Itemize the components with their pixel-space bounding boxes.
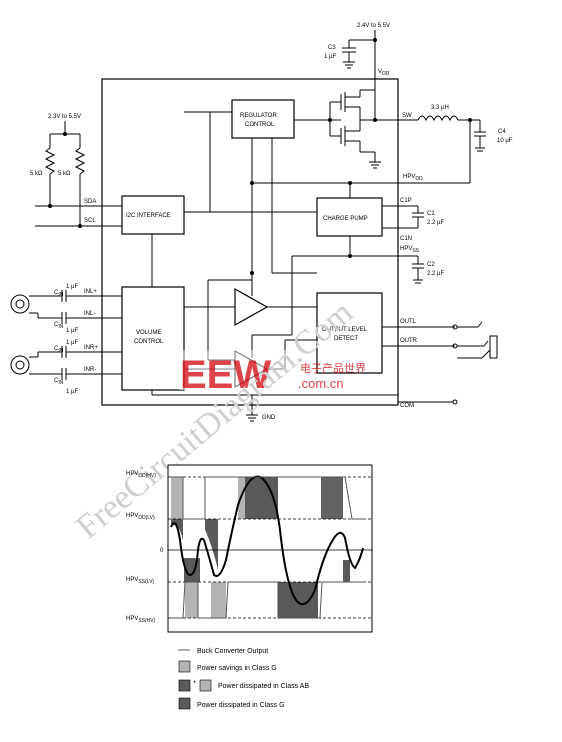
inr-minus-label: INR-: [84, 367, 96, 373]
resistor-2: [74, 147, 86, 175]
c3-name: C3: [328, 45, 336, 51]
regulator-control-block: [231, 99, 295, 139]
regulator-label-2: CONTROL: [245, 122, 275, 128]
legend-savings: Power savings in Class G: [197, 665, 277, 672]
inl-minus-label: INL-: [84, 311, 95, 317]
label-hpvdd-lv: HPVDD(LV): [126, 513, 155, 521]
inl-plus-label: INL+: [84, 289, 97, 295]
old-label-1: OUTPUT LEVEL: [322, 327, 368, 333]
svg-text:电子产品世界: 电子产品世界: [300, 361, 366, 375]
vdd-supply-label: 2.4V to 5.5V: [357, 23, 390, 29]
inductor-value: 3.3 µH: [431, 105, 449, 111]
i2c-supply-label: 2.3V to 5.5V: [48, 114, 81, 120]
gnd-label: GND: [262, 415, 276, 421]
charge-pump-label: CHARGE PUMP: [323, 216, 368, 222]
headphone-jack: [452, 321, 498, 405]
svg-text:EEW: EEW: [180, 353, 271, 397]
legend-class-g: Power dissipated in Class G: [197, 702, 285, 709]
hpvdd-label: HPVDD: [403, 174, 423, 182]
cin-value-2: 1 µF: [66, 328, 78, 334]
svg-text:.com.cn: .com.cn: [298, 376, 344, 391]
i2c-interface-label: I2C INTERFACE: [126, 213, 171, 219]
cin-value-1: 1 µF: [66, 284, 78, 290]
c1-value: 2.2 µF: [427, 220, 444, 226]
c2-name: C2: [427, 262, 435, 268]
scl-label: SCL: [84, 218, 96, 224]
sw-label: SW: [402, 113, 412, 119]
volume-label-2: CONTROL: [134, 339, 164, 345]
eew-logo: EEW 电子产品世界 .com.cn: [179, 350, 366, 397]
volume-label-1: VOLUME: [136, 330, 161, 336]
legend-class-ab: Power dissipated in Class AB: [218, 683, 309, 690]
outr-label: OUTR: [400, 338, 418, 344]
output-level-detect-block: [316, 292, 383, 374]
cin-label-3: CIN: [54, 346, 64, 354]
c4-name: C4: [498, 129, 506, 135]
waveform-shading: [171, 477, 350, 618]
mosfet-switches: [310, 89, 381, 169]
regulator-label-1: REGULATOR: [240, 113, 277, 119]
sda-label: SDA: [84, 199, 96, 205]
label-hpvdd-hv: HPVDD(HV): [126, 471, 156, 479]
volume-control-block: [121, 286, 185, 391]
resistor-2-value: 5 kΩ: [58, 171, 71, 177]
cin-label-4: CIN: [54, 378, 64, 386]
legend-plus: +: [193, 680, 197, 686]
c3-value: 1 µF: [324, 54, 336, 60]
hpvss-label: HPVSS: [400, 246, 420, 254]
label-zero: 0: [160, 548, 164, 554]
c4-value: 10 µF: [497, 138, 513, 144]
outl-label: OUTL: [400, 319, 417, 325]
inductor: [417, 115, 459, 122]
input-capacitors: [61, 290, 122, 380]
legend-buck: Buck Converter Output: [197, 648, 268, 655]
old-label-2: DETECT: [334, 336, 358, 342]
label-hpvss-hv: HPVSS(HV): [126, 616, 156, 624]
i2c-interface-block: [121, 195, 185, 235]
com-label: COM: [400, 403, 414, 409]
cin-label-2: CIN: [54, 322, 64, 330]
vdd-pin-label: VDD: [378, 69, 390, 77]
audio-waveform: [170, 475, 364, 606]
c1p-label: C1P: [400, 198, 412, 204]
resistor-1: [44, 147, 56, 175]
cin-value-4: 1 µF: [66, 389, 78, 395]
inr-plus-label: INR+: [84, 345, 98, 351]
left-input-jack: [10, 294, 62, 319]
buck-converter-output: [171, 476, 365, 619]
cin-label-1: CIN: [54, 290, 64, 298]
right-input-jack: [10, 351, 62, 375]
label-hpvss-lv: HPVSS(LV): [126, 577, 154, 585]
c1-name: C1: [427, 211, 435, 217]
c1n-label: C1N: [400, 236, 412, 242]
cin-value-3: 1 µF: [66, 340, 78, 346]
c2-value: 2.2 µF: [427, 271, 444, 277]
resistor-1-value: 5 kΩ: [30, 171, 43, 177]
legend: Buck Converter Output Power savings in C…: [178, 648, 309, 710]
